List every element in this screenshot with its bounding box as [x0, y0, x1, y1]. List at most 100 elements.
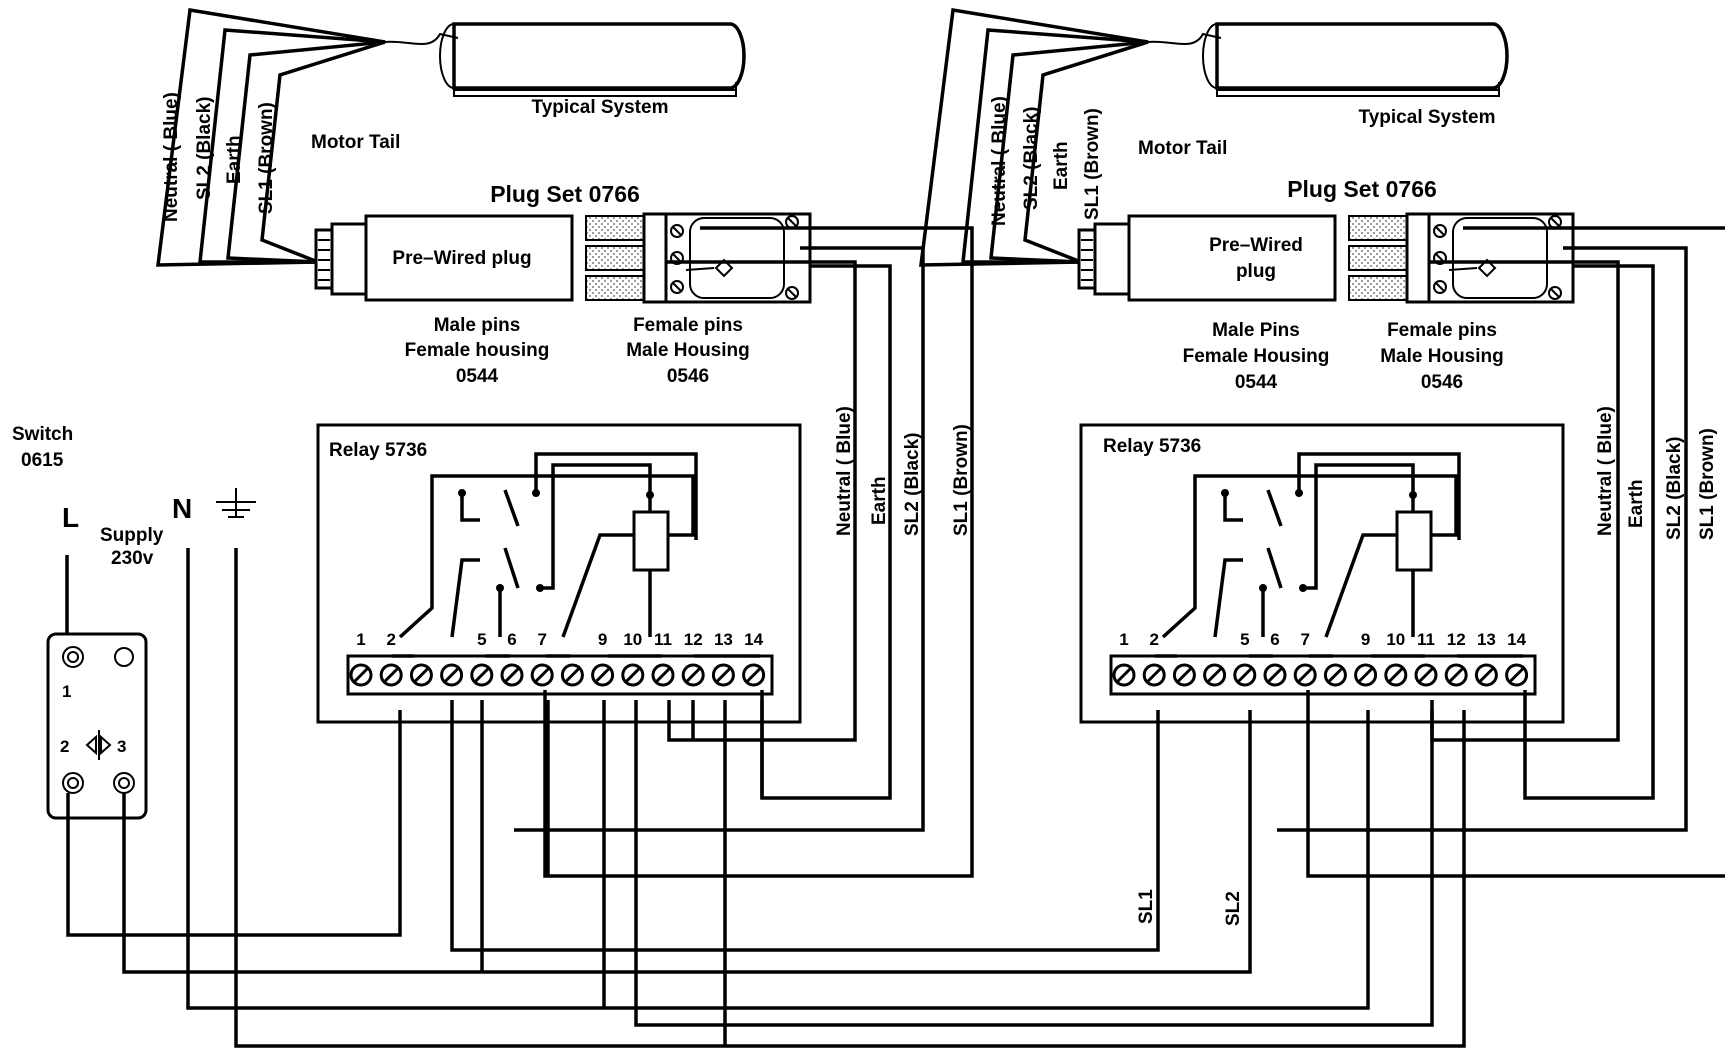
terminal-screw-slot	[1266, 666, 1284, 684]
male-housing-label: Male Housing	[1380, 346, 1504, 367]
terminal-screw-slot	[413, 666, 430, 684]
terminal-screw-slot	[1508, 666, 1525, 684]
bottom-wire-sl1: SL1	[1136, 889, 1157, 924]
terminal-number: 5	[1240, 630, 1249, 649]
terminal-number: 9	[598, 630, 607, 649]
switch-body	[46, 632, 148, 820]
terminal-number: 14	[744, 630, 763, 649]
terminal-screw-slot	[352, 666, 370, 684]
relay-label: Relay 5736	[329, 440, 427, 461]
system-1-terminal-screws	[349, 663, 766, 687]
male-pins-part-number: 0544	[456, 366, 499, 387]
terminal-number: 11	[1417, 630, 1435, 649]
prewired-plug-label-2: plug	[1236, 261, 1276, 282]
relay-label: Relay 5736	[1103, 436, 1201, 457]
output-wire-neutral: Neutral ( Blue)	[834, 406, 855, 536]
motor-tail-label: Motor Tail	[311, 132, 400, 153]
terminal-number: 7	[1300, 630, 1309, 649]
terminal-number: 11	[654, 630, 672, 649]
typical-system-label: Typical System	[532, 97, 669, 118]
terminal-screw-slot	[1357, 666, 1374, 684]
terminal-number: 5	[477, 630, 486, 649]
tail-wire-earth: Earth	[224, 135, 245, 184]
output-wire-neutral: Neutral ( Blue)	[1595, 406, 1616, 536]
supply-voltage: 230v	[111, 548, 154, 569]
supply-230v: L N Supply 230v	[62, 488, 256, 569]
terminal-number: 14	[1507, 630, 1526, 649]
terminal-screw-slot	[1146, 666, 1163, 684]
output-wire-sl2: SL2 (Black)	[1664, 437, 1685, 540]
terminal-number: 1	[1119, 630, 1128, 649]
tail-wire-earth: Earth	[1051, 141, 1072, 190]
terminal-screw-slot	[1206, 666, 1223, 684]
supply-wiring	[65, 548, 1466, 1048]
terminal-number: 7	[537, 630, 546, 649]
plug-set-label: Plug Set 0766	[1287, 176, 1437, 202]
output-wire-sl1: SL1 (Brown)	[951, 424, 972, 536]
switch-terminal-1: 1	[62, 682, 71, 701]
terminal-screw-slot	[534, 666, 551, 684]
typical-system-label: Typical System	[1359, 107, 1496, 128]
bottom-wire-sl2: SL2	[1223, 891, 1244, 926]
live-label: L	[62, 502, 79, 533]
terminal-number: 10	[1386, 630, 1405, 649]
output-wire-sl2: SL2 (Black)	[902, 433, 923, 536]
tail-wire-neutral: Neutral ( Blue)	[161, 92, 182, 222]
terminal-number: 9	[1361, 630, 1370, 649]
female-pins-label: Female pins	[633, 315, 743, 336]
switch-0615: Switch 0615 1 2 3	[12, 424, 148, 820]
terminal-screw-slot	[594, 666, 611, 684]
switch-title: Switch	[12, 424, 73, 445]
terminal-number: 13	[714, 630, 733, 649]
terminal-screw-slot	[564, 666, 581, 684]
terminal-number: 6	[1270, 630, 1279, 649]
earth-icon	[216, 488, 256, 518]
motor-tail-label: Motor Tail	[1138, 138, 1227, 159]
prewired-plug-label: Pre–Wired plug	[392, 248, 531, 269]
terminal-number: 13	[1477, 630, 1496, 649]
female-pins-part-number: 0546	[1421, 372, 1463, 393]
tail-wire-neutral: Neutral ( Blue)	[989, 96, 1010, 226]
switch-part-number: 0615	[21, 450, 64, 471]
male-pins-label: Male pins	[434, 315, 521, 336]
terminal-screw-slot	[443, 666, 460, 684]
terminal-screw-slot	[1236, 666, 1253, 684]
male-pins-label: Male Pins	[1212, 320, 1300, 341]
plug-set-label: Plug Set 0766	[490, 181, 640, 207]
female-pins-part-number: 0546	[667, 366, 709, 387]
terminal-screw-slot	[654, 666, 672, 684]
terminal-number: 10	[623, 630, 642, 649]
terminal-screw-slot	[1176, 666, 1193, 684]
female-housing-label: Female housing	[405, 340, 550, 361]
terminal-number: 1	[356, 630, 365, 649]
output-wire-earth: Earth	[869, 476, 890, 525]
switch-terminal-2: 2	[60, 737, 69, 756]
terminal-screw-slot	[1115, 666, 1133, 684]
terminal-screw-slot	[473, 666, 490, 684]
supply-label: Supply	[100, 525, 164, 546]
terminal-screw-slot	[715, 666, 732, 684]
terminal-screw-slot	[1387, 666, 1404, 684]
neutral-label: N	[172, 493, 192, 524]
female-housing-label: Female Housing	[1183, 346, 1330, 367]
terminal-screw-slot	[1327, 666, 1344, 684]
switch-terminal-3: 3	[117, 737, 126, 756]
output-wire-earth: Earth	[1626, 479, 1647, 528]
terminal-number: 12	[684, 630, 703, 649]
output-wire-sl1: SL1 (Brown)	[1697, 428, 1718, 540]
terminal-screw-slot	[1417, 666, 1435, 684]
system-2-terminal-screws	[1112, 663, 1529, 687]
tail-wire-sl1: SL1 (Brown)	[256, 102, 277, 214]
tail-wire-sl2: SL2 (Black)	[194, 97, 215, 200]
terminal-screw-slot	[1478, 666, 1495, 684]
terminal-screw-slot	[685, 666, 702, 684]
terminal-number: 6	[507, 630, 516, 649]
prewired-plug-label: Pre–Wired	[1209, 235, 1303, 256]
terminal-screw-slot	[1448, 666, 1465, 684]
tail-wire-sl1: SL1 (Brown)	[1082, 108, 1103, 220]
